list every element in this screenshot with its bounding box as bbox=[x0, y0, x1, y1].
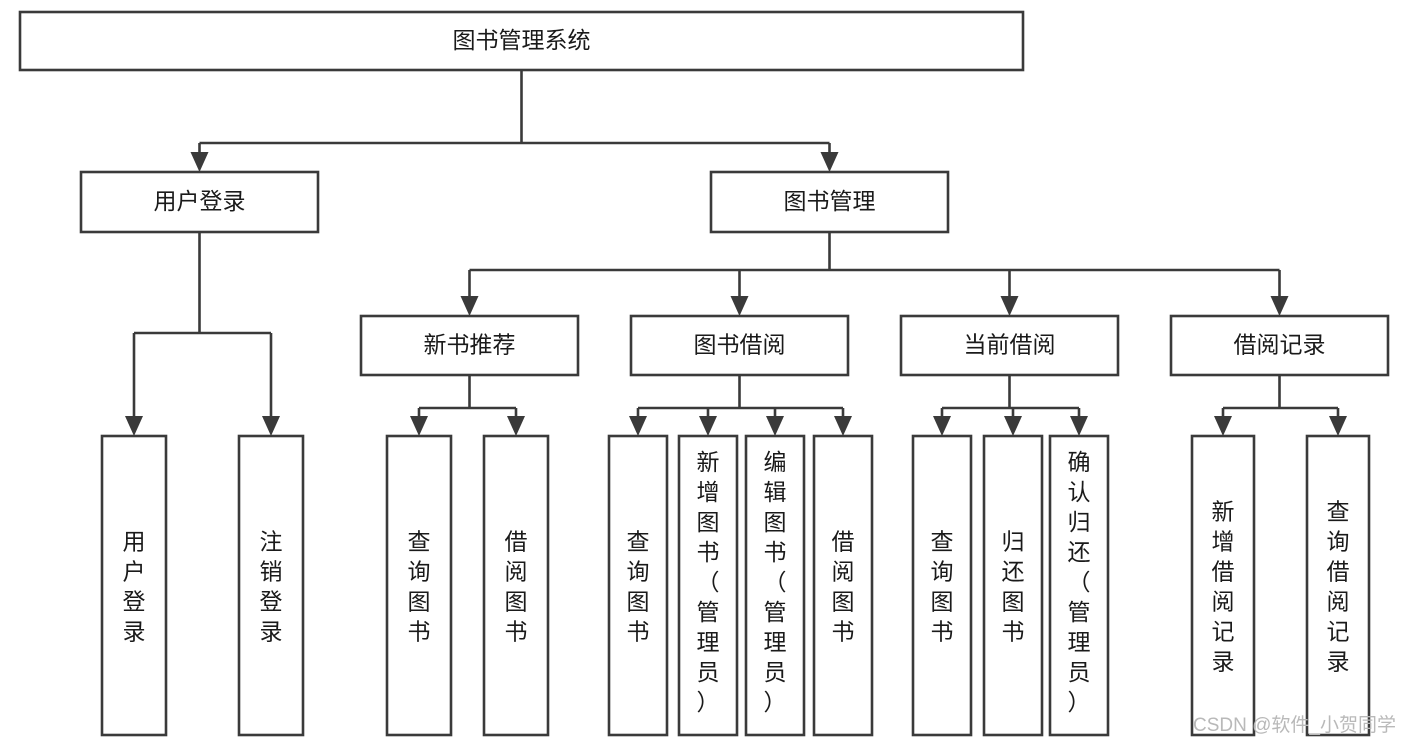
arrow-head-book-management-1 bbox=[730, 296, 749, 316]
node-label-leaf-query-book-recommend: 查询图书 bbox=[408, 529, 431, 645]
node-label-leaf-borrow-book: 借阅图书 bbox=[832, 529, 855, 645]
leaf-node-leaf-return-book[interactable]: 归还图书 bbox=[982, 434, 1044, 737]
node-box-leaf-add-borrow-record[interactable] bbox=[1190, 434, 1256, 737]
node-box-leaf-query-borrow-record[interactable] bbox=[1305, 434, 1371, 737]
leaf-node-leaf-borrow-book[interactable]: 借阅图书 bbox=[812, 434, 874, 737]
node-label-leaf-confirm-return: 确认归还（管理员） bbox=[1068, 449, 1091, 715]
leaf-node-leaf-add-borrow-record[interactable]: 新增借阅记录 bbox=[1190, 434, 1256, 737]
node-label-user-login: 用户登录 bbox=[154, 188, 246, 214]
arrow-head-book-management-0 bbox=[460, 296, 479, 316]
arrow-head-book-management-3 bbox=[1270, 296, 1289, 316]
node-box-leaf-borrow-book[interactable] bbox=[812, 434, 874, 737]
node-box-leaf-query-book-borrow[interactable] bbox=[607, 434, 669, 737]
leaf-node-leaf-borrow-book-recommend[interactable]: 借阅图书 bbox=[482, 434, 550, 737]
node-box-root[interactable] bbox=[18, 10, 1025, 72]
node-box-borrow-records[interactable] bbox=[1169, 314, 1390, 377]
arrow-head-root-1 bbox=[820, 152, 839, 172]
leaf-node-leaf-query-book-borrow[interactable]: 查询图书 bbox=[607, 434, 669, 737]
node-label-leaf-query-borrow-record: 查询借阅记录 bbox=[1327, 499, 1350, 675]
arrow-head-current-borrow-2 bbox=[1070, 416, 1088, 436]
arrow-head-user-login-0 bbox=[125, 416, 143, 436]
node-label-leaf-return-book: 归还图书 bbox=[1002, 529, 1025, 645]
node-label-leaf-logout: 注销登录 bbox=[260, 529, 283, 645]
node-label-leaf-add-borrow-record: 新增借阅记录 bbox=[1212, 499, 1235, 675]
arrow-head-book-borrow-3 bbox=[834, 416, 852, 436]
node-label-leaf-query-book-borrow: 查询图书 bbox=[627, 529, 650, 645]
node-box-book-borrow[interactable] bbox=[629, 314, 850, 377]
leaf-node-leaf-query-book-current[interactable]: 查询图书 bbox=[911, 434, 973, 737]
node-label-leaf-query-book-current: 查询图书 bbox=[931, 529, 954, 645]
leaf-node-leaf-add-book[interactable]: 新增图书（管理员） bbox=[677, 434, 739, 737]
node-box-leaf-add-book[interactable] bbox=[677, 434, 739, 737]
node-label-book-borrow: 图书借阅 bbox=[694, 332, 786, 358]
node-label-root: 图书管理系统 bbox=[453, 27, 591, 53]
node-box-leaf-query-book-current[interactable] bbox=[911, 434, 973, 737]
node-box-user-login[interactable] bbox=[79, 170, 320, 234]
arrow-head-book-management-2 bbox=[1000, 296, 1019, 316]
root-node-root[interactable]: 图书管理系统 bbox=[18, 10, 1025, 72]
node-box-leaf-return-book[interactable] bbox=[982, 434, 1044, 737]
arrow-head-book-borrow-2 bbox=[766, 416, 784, 436]
node-box-new-book-recommend[interactable] bbox=[359, 314, 580, 377]
leaf-node-leaf-logout[interactable]: 注销登录 bbox=[237, 434, 305, 737]
nodes-layer: 图书管理系统用户登录图书管理新书推荐图书借阅当前借阅借阅记录用户登录注销登录查询… bbox=[18, 10, 1390, 737]
arrow-head-user-login-1 bbox=[262, 416, 280, 436]
node-label-new-book-recommend: 新书推荐 bbox=[424, 332, 516, 358]
level2-node-user-login[interactable]: 用户登录 bbox=[79, 170, 320, 234]
node-label-leaf-add-book: 新增图书（管理员） bbox=[697, 449, 720, 715]
leaf-node-leaf-user-login[interactable]: 用户登录 bbox=[100, 434, 168, 737]
node-label-leaf-user-login: 用户登录 bbox=[123, 529, 146, 645]
leaf-node-leaf-query-book-recommend[interactable]: 查询图书 bbox=[385, 434, 453, 737]
arrow-head-current-borrow-0 bbox=[933, 416, 951, 436]
arrow-head-root-0 bbox=[190, 152, 209, 172]
node-box-leaf-query-book-recommend[interactable] bbox=[385, 434, 453, 737]
arrow-head-book-borrow-0 bbox=[629, 416, 647, 436]
level2-node-book-management[interactable]: 图书管理 bbox=[709, 170, 950, 234]
node-box-leaf-logout[interactable] bbox=[237, 434, 305, 737]
arrow-head-current-borrow-1 bbox=[1004, 416, 1022, 436]
leaf-node-leaf-confirm-return[interactable]: 确认归还（管理员） bbox=[1048, 434, 1110, 737]
node-label-book-management: 图书管理 bbox=[784, 188, 876, 214]
node-box-leaf-confirm-return[interactable] bbox=[1048, 434, 1110, 737]
csdn-watermark: CSDN @软件_小贺同学 bbox=[1193, 714, 1396, 736]
node-label-leaf-borrow-book-recommend: 借阅图书 bbox=[505, 529, 528, 645]
node-box-leaf-edit-book[interactable] bbox=[744, 434, 806, 737]
leaf-node-leaf-edit-book[interactable]: 编辑图书（管理员） bbox=[744, 434, 806, 737]
arrow-head-new-book-recommend-0 bbox=[410, 416, 428, 436]
node-label-borrow-records: 借阅记录 bbox=[1234, 332, 1326, 358]
level3-node-new-book-recommend[interactable]: 新书推荐 bbox=[359, 314, 580, 377]
arrow-head-book-borrow-1 bbox=[699, 416, 717, 436]
level3-node-book-borrow[interactable]: 图书借阅 bbox=[629, 314, 850, 377]
leaf-node-leaf-query-borrow-record[interactable]: 查询借阅记录 bbox=[1305, 434, 1371, 737]
node-box-current-borrow[interactable] bbox=[899, 314, 1120, 377]
arrow-head-new-book-recommend-1 bbox=[507, 416, 525, 436]
node-box-leaf-user-login[interactable] bbox=[100, 434, 168, 737]
connectors-layer bbox=[125, 70, 1347, 436]
node-label-current-borrow: 当前借阅 bbox=[964, 332, 1056, 358]
node-box-book-management[interactable] bbox=[709, 170, 950, 234]
level3-node-current-borrow[interactable]: 当前借阅 bbox=[899, 314, 1120, 377]
node-box-leaf-borrow-book-recommend[interactable] bbox=[482, 434, 550, 737]
arrow-head-borrow-records-0 bbox=[1214, 416, 1232, 436]
level3-node-borrow-records[interactable]: 借阅记录 bbox=[1169, 314, 1390, 377]
arrow-head-borrow-records-1 bbox=[1329, 416, 1347, 436]
node-label-leaf-edit-book: 编辑图书（管理员） bbox=[764, 449, 787, 715]
